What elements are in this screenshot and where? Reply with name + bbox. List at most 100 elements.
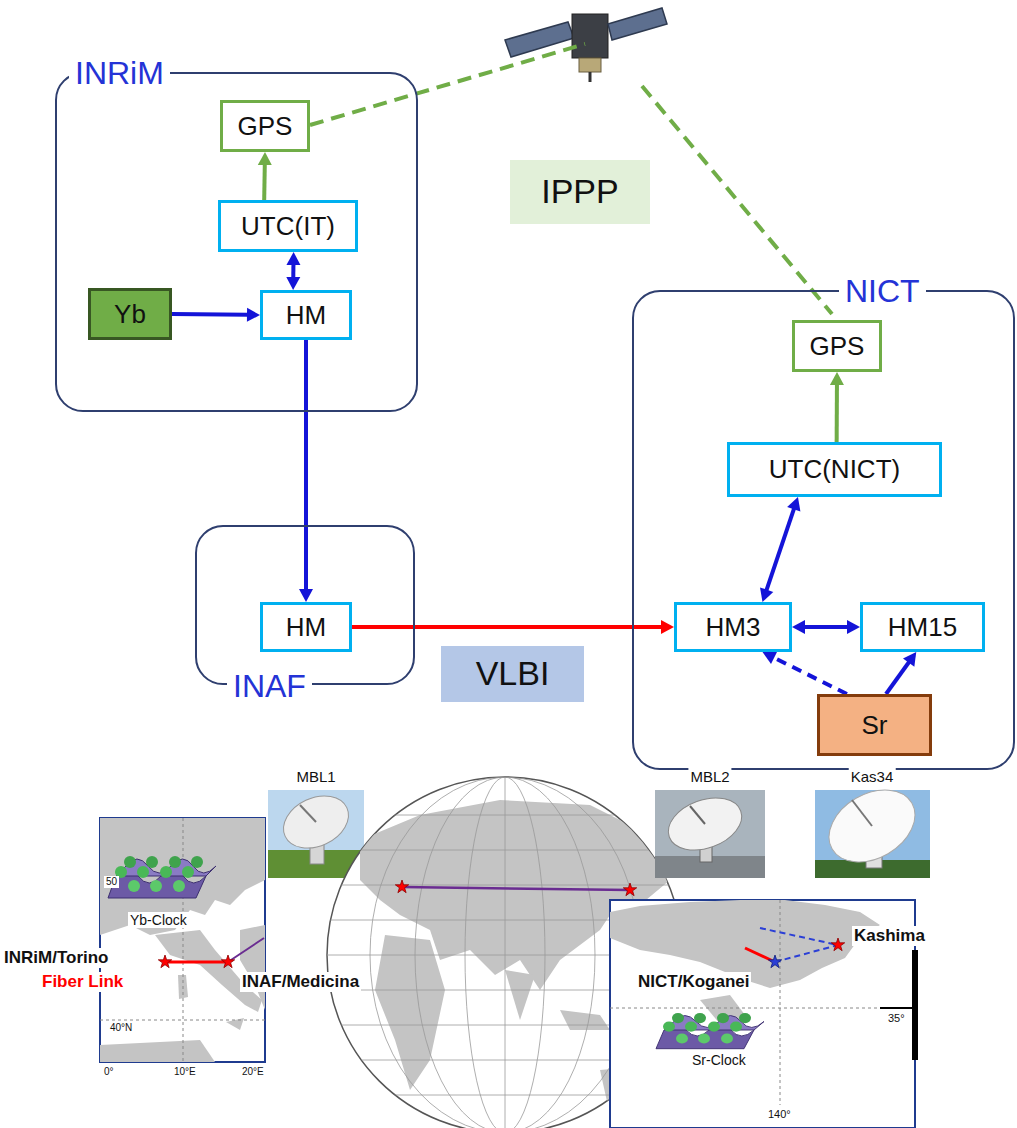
box-text: Sr bbox=[862, 711, 888, 740]
connector-line bbox=[773, 657, 847, 694]
connector-arrow bbox=[299, 340, 313, 602]
arrow-head bbox=[792, 620, 805, 634]
connector-line bbox=[304, 340, 308, 590]
box-text: HM bbox=[286, 301, 326, 330]
grid-line bbox=[183, 818, 184, 1062]
clock-box: Yb bbox=[88, 288, 172, 340]
parallel bbox=[320, 850, 690, 851]
land bbox=[505, 970, 535, 1020]
site-star bbox=[395, 880, 408, 893]
box-text: UTC(IT) bbox=[241, 212, 335, 241]
map-axis bbox=[912, 950, 918, 1060]
antenna-feed bbox=[690, 806, 705, 824]
connector-line bbox=[291, 264, 295, 278]
antenna-dish bbox=[816, 775, 928, 876]
box-text: HM15 bbox=[888, 613, 957, 642]
meridian bbox=[415, 777, 595, 1128]
meridian bbox=[505, 777, 506, 1128]
vlbi-line bbox=[775, 945, 838, 962]
land bbox=[560, 1010, 610, 1030]
axis-label: 140° bbox=[766, 1108, 793, 1121]
connector-arrow bbox=[258, 152, 272, 200]
fiber-line bbox=[165, 961, 228, 964]
grid-line bbox=[780, 900, 781, 1105]
box-text: Yb bbox=[114, 300, 146, 329]
satellite-icon bbox=[505, 8, 667, 82]
site-star bbox=[221, 955, 234, 968]
map-frame bbox=[100, 818, 265, 1062]
connector-arrow bbox=[172, 308, 260, 322]
timescale-box: UTC(NICT) bbox=[727, 442, 942, 497]
maser-box: HM bbox=[260, 602, 352, 652]
site-group: INAFHM bbox=[195, 525, 415, 685]
site-name: INAF/Medicina bbox=[240, 972, 361, 992]
method-box: IPPP bbox=[510, 160, 650, 224]
site-star bbox=[158, 955, 171, 968]
site-name: INAF bbox=[227, 670, 312, 702]
parallel bbox=[320, 815, 690, 816]
lattice-icon bbox=[108, 856, 216, 898]
connector-arrow bbox=[830, 372, 844, 442]
site-star bbox=[831, 938, 844, 951]
arrow-head bbox=[661, 620, 674, 634]
gps-link bbox=[310, 44, 585, 125]
site-name: NICT/Koganei bbox=[636, 972, 751, 992]
antenna-name: MBL2 bbox=[688, 768, 731, 785]
antenna-feed bbox=[852, 800, 872, 826]
arrow-head bbox=[258, 152, 272, 165]
arrow-head bbox=[847, 620, 860, 634]
arrow-head bbox=[830, 372, 844, 385]
gps-box: GPS bbox=[220, 100, 310, 152]
box-text: UTC(NICT) bbox=[769, 455, 900, 484]
vlbi-baseline bbox=[402, 887, 630, 890]
gps-link bbox=[642, 86, 832, 314]
axis-label: 35° bbox=[886, 1012, 907, 1025]
arrow-head bbox=[247, 308, 260, 322]
arrow-head bbox=[763, 652, 778, 665]
vlbi-line bbox=[760, 928, 838, 945]
satellite-module bbox=[579, 58, 601, 72]
axis-tick bbox=[880, 1007, 912, 1009]
site-star bbox=[768, 955, 781, 968]
box-text: VLBI bbox=[476, 655, 550, 692]
connector-line bbox=[352, 625, 662, 629]
satellite-antenna bbox=[589, 72, 592, 82]
vlbi-line bbox=[228, 938, 264, 962]
arrow-head bbox=[299, 589, 313, 602]
connector-line bbox=[766, 508, 794, 590]
antenna-dish bbox=[661, 788, 749, 859]
box-text: GPS bbox=[238, 112, 293, 141]
satellite-body bbox=[572, 14, 608, 58]
antenna-name: Kas34 bbox=[849, 768, 896, 785]
site-group: INRiMGPSUTC(IT)YbHM bbox=[55, 72, 418, 412]
connector-line bbox=[886, 662, 909, 694]
antenna-photo bbox=[815, 775, 930, 878]
land bbox=[240, 925, 265, 1010]
connector-arrow bbox=[760, 497, 800, 602]
antenna-name: MBL1 bbox=[294, 768, 337, 785]
antenna-dish bbox=[275, 786, 357, 858]
lattice-icon bbox=[656, 1013, 764, 1049]
land bbox=[100, 818, 265, 935]
site-name: INRiM bbox=[69, 57, 170, 89]
site-name: NICT bbox=[839, 275, 926, 307]
arrow-head bbox=[903, 652, 916, 667]
connector-arrow bbox=[286, 252, 300, 290]
arrow-head bbox=[286, 277, 300, 290]
connector-line bbox=[172, 312, 248, 317]
antenna-photo bbox=[655, 788, 765, 878]
box-text: HM bbox=[286, 613, 326, 642]
axis-label: 10°E bbox=[172, 1066, 198, 1078]
land bbox=[100, 1040, 215, 1062]
clock-name: Yb-Clock bbox=[128, 912, 189, 928]
connector-line bbox=[262, 164, 267, 200]
connector-line bbox=[804, 625, 848, 629]
maser-box: HM15 bbox=[860, 602, 985, 652]
maser-box: HM bbox=[260, 290, 352, 340]
antenna-photo bbox=[268, 786, 364, 878]
method-box: VLBI bbox=[441, 646, 584, 702]
